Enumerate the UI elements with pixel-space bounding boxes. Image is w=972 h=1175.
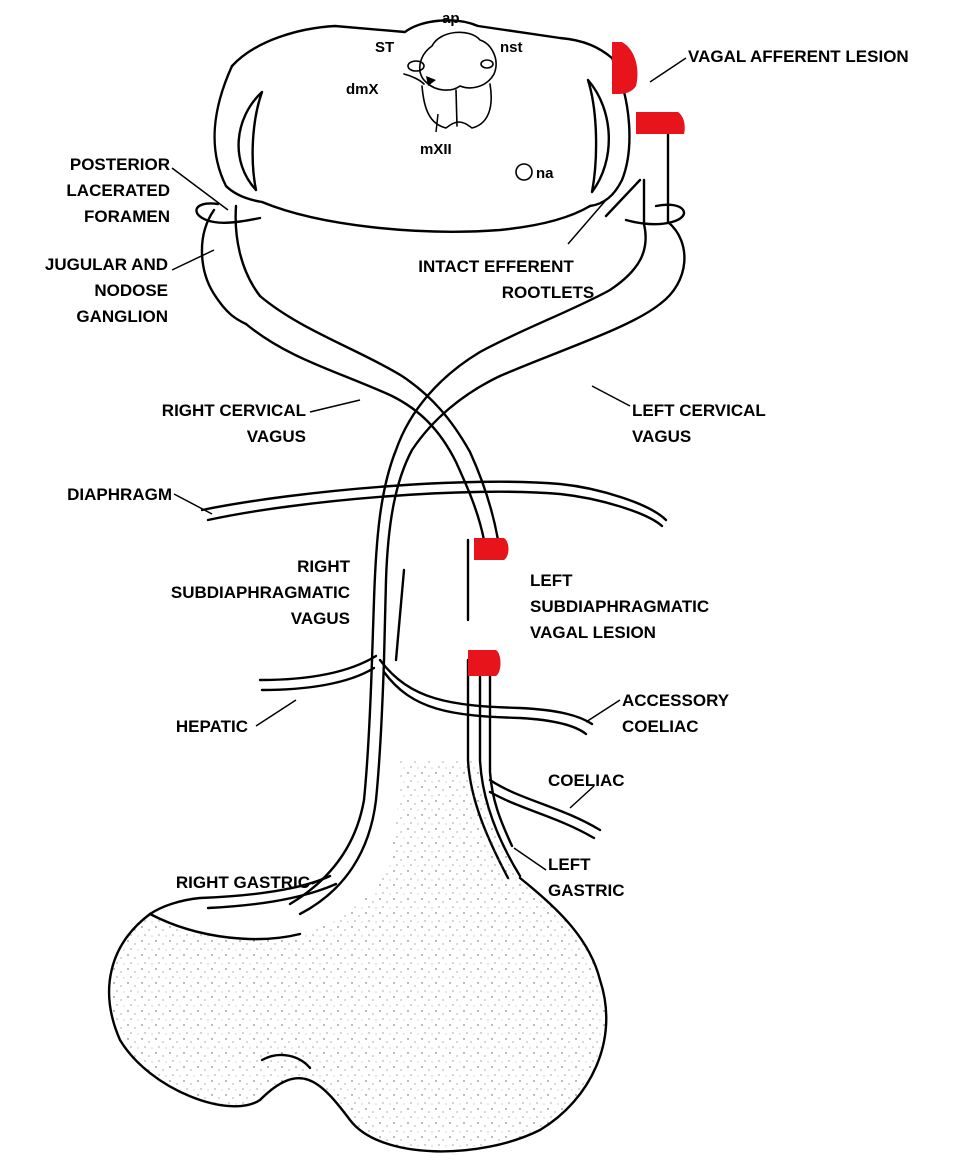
label-jugular-and: JUGULAR AND: [45, 255, 168, 274]
label-st: ST: [375, 39, 394, 56]
label-left-gastric-2: GASTRIC: [548, 881, 625, 900]
label-lacerated: LACERATED: [66, 181, 170, 200]
left-subdiaphragmatic-lesion-lower: [468, 650, 501, 676]
label-na: na: [536, 165, 554, 182]
label-left-cervical: LEFT CERVICAL: [632, 401, 766, 420]
label-foramen: FORAMEN: [84, 207, 170, 226]
brainstem-section: [215, 20, 630, 231]
label-right-sub-2: SUBDIAPHRAGMATIC: [171, 583, 350, 602]
label-left-gastric-1: LEFT: [548, 855, 591, 874]
label-right-gastric: RIGHT GASTRIC: [176, 873, 310, 892]
label-vagal-afferent-lesion: VAGAL AFFERENT LESION: [688, 47, 909, 66]
label-right-sub-1: RIGHT: [297, 557, 351, 576]
label-accessory-coeliac: COELIAC: [622, 717, 699, 736]
vagal-afferent-lesion-marker: [612, 42, 637, 94]
label-rootlets: ROOTLETS: [502, 283, 595, 302]
label-left-sub-2: SUBDIAPHRAGMATIC: [530, 597, 709, 616]
label-intact-efferent: INTACT EFFERENT: [418, 257, 574, 276]
label-coeliac: COELIAC: [548, 771, 625, 790]
label-hepatic: HEPATIC: [176, 717, 248, 736]
label-right-cervical-vagus: VAGUS: [247, 427, 306, 446]
label-posterior: POSTERIOR: [70, 155, 170, 174]
label-left-sub-1: LEFT: [530, 571, 573, 590]
stomach: [109, 760, 606, 1151]
label-left-sub-3: VAGAL LESION: [530, 623, 656, 642]
label-right-cervical: RIGHT CERVICAL: [162, 401, 306, 420]
label-right-sub-3: VAGUS: [291, 609, 350, 628]
rootlet-lesion-marker: [636, 112, 685, 134]
label-ap: ap: [442, 10, 460, 27]
label-dmx: dmX: [346, 81, 379, 98]
label-ganglion: GANGLION: [76, 307, 168, 326]
label-accessory: ACCESSORY: [622, 691, 730, 710]
left-subdiaphragmatic-lesion-upper: [474, 538, 509, 560]
label-diaphragm: DIAPHRAGM: [67, 485, 172, 504]
label-left-cervical-vagus: VAGUS: [632, 427, 691, 446]
label-nst: nst: [500, 39, 523, 56]
lesions: [468, 42, 685, 676]
label-mxii: mXII: [420, 141, 452, 158]
label-nodose: NODOSE: [94, 281, 168, 300]
